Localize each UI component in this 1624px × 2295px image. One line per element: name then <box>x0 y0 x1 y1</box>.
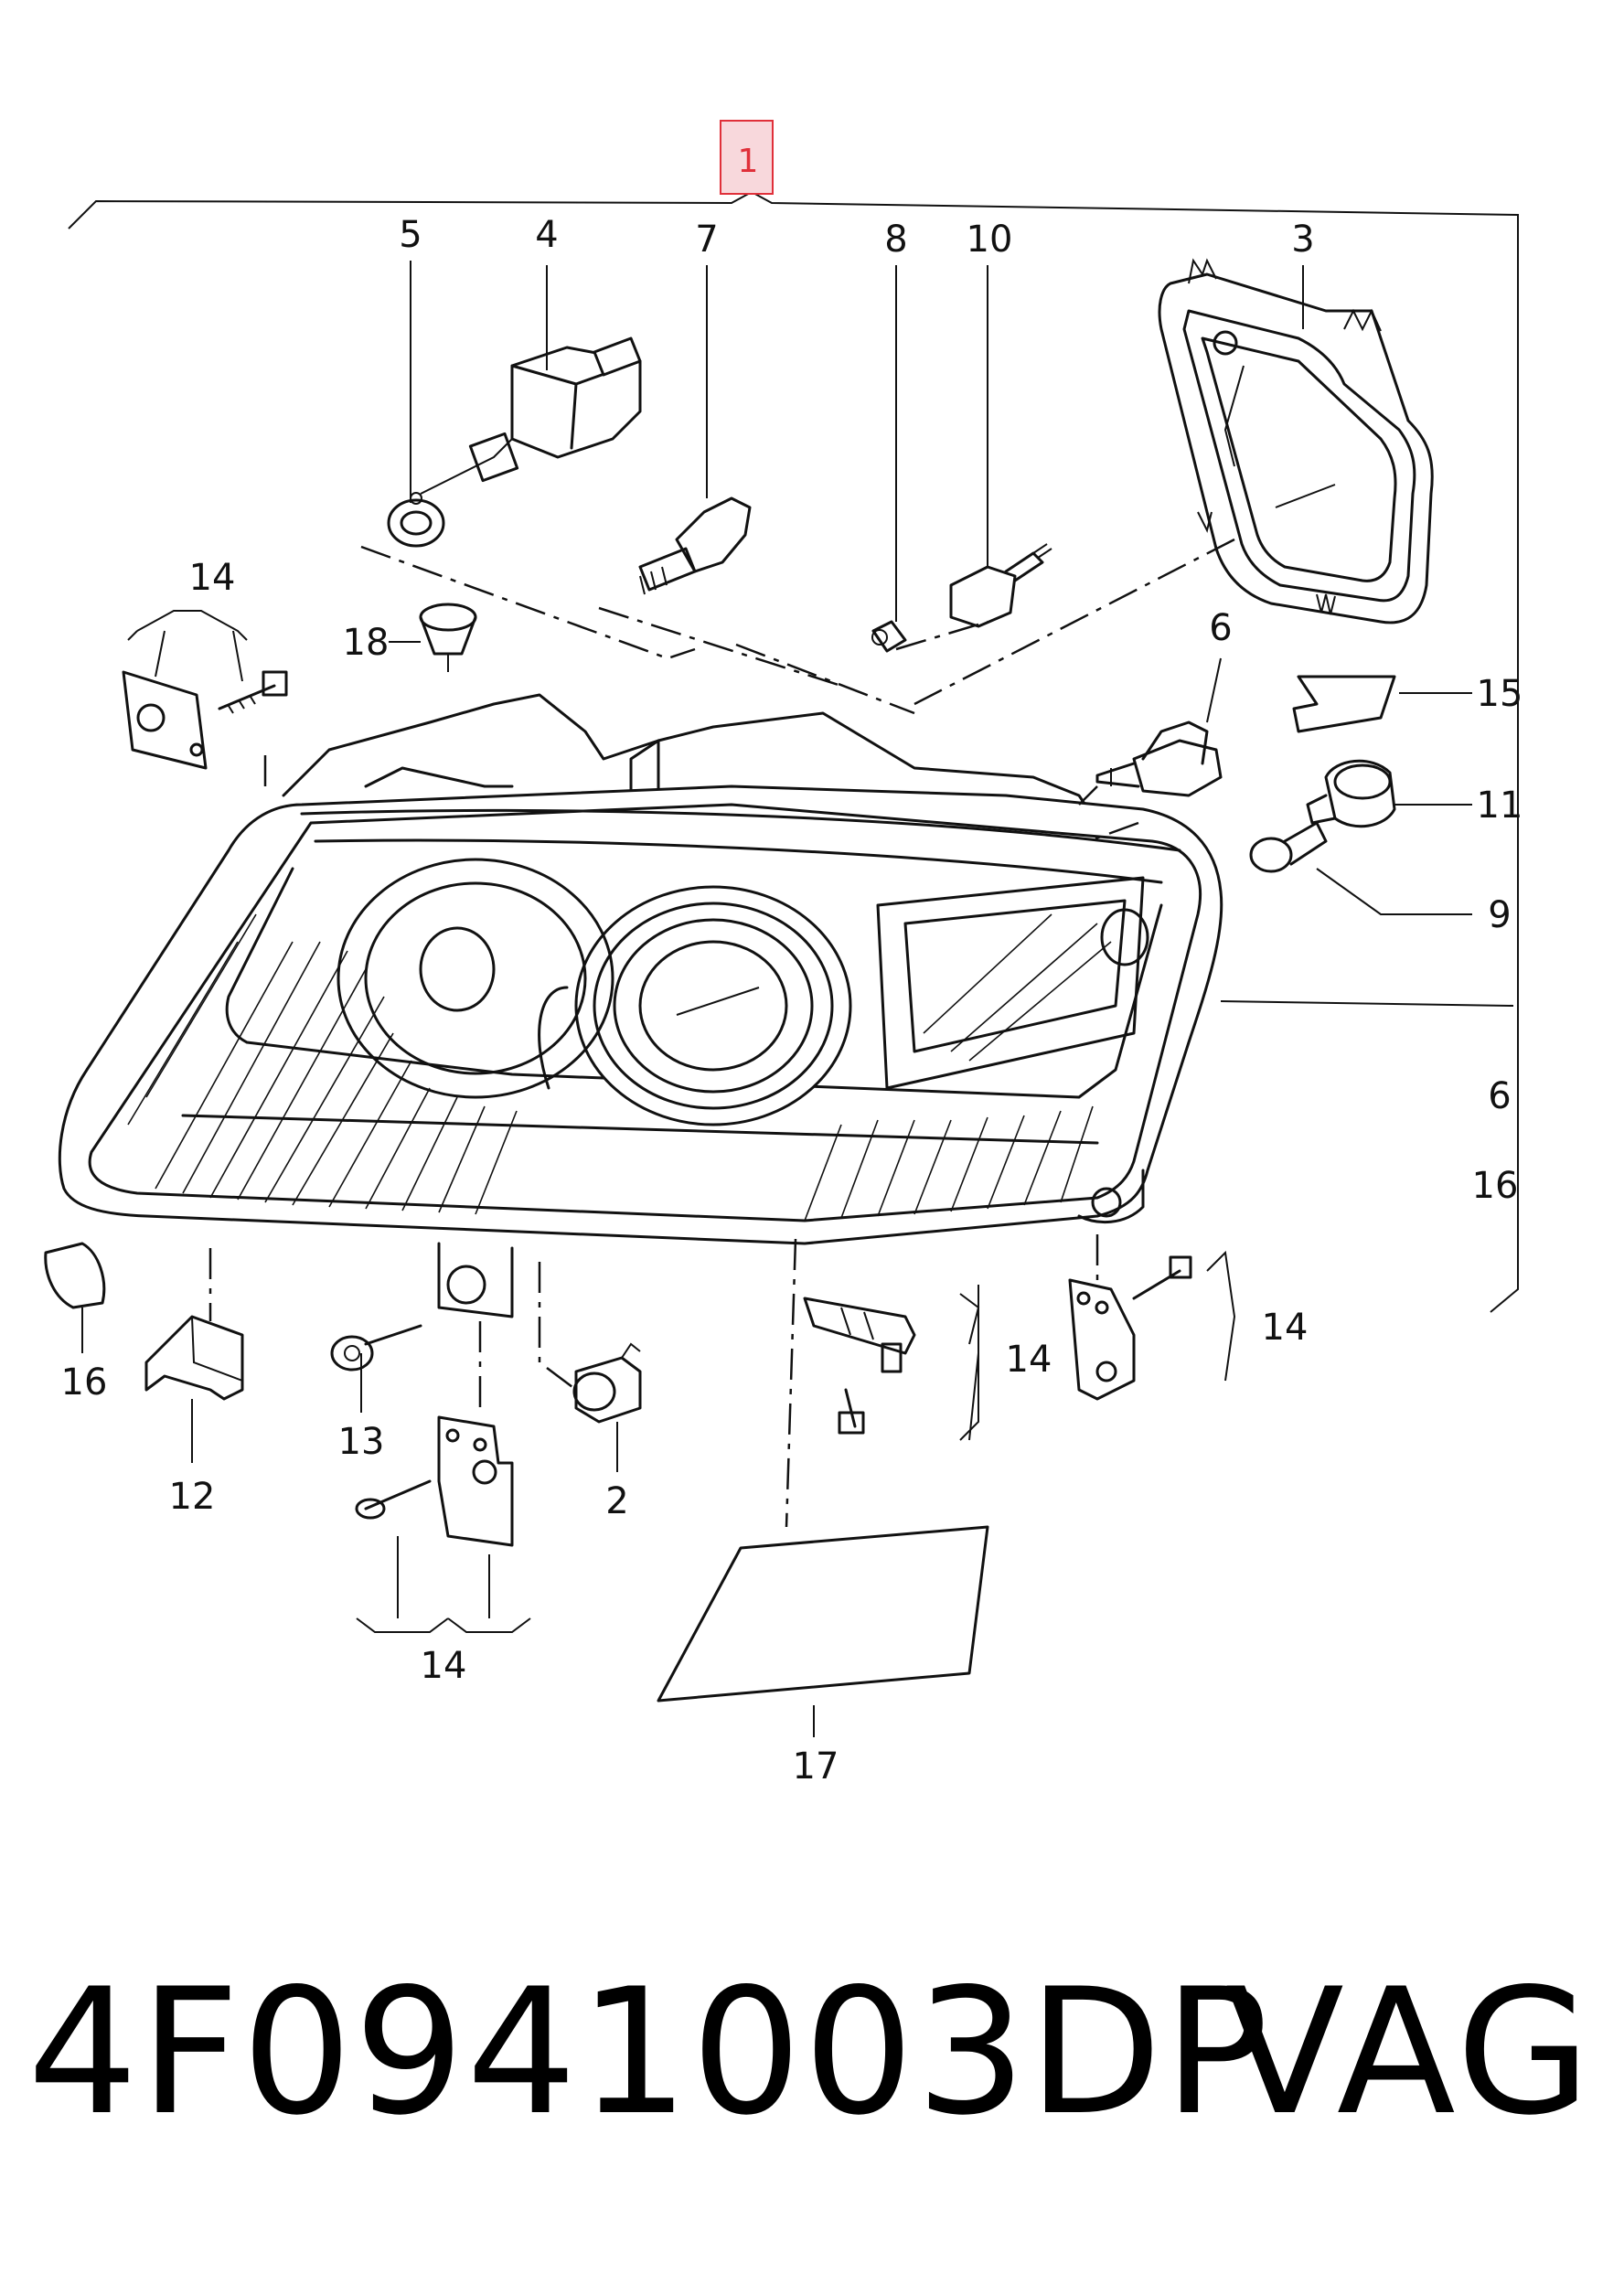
part-11-bulb-holder[interactable] <box>1306 759 1396 828</box>
callout-16-left[interactable]: 16 <box>61 1361 108 1404</box>
part-number: 4F0941003DP <box>27 1951 1271 2153</box>
callout-6-top[interactable]: 6 <box>1209 607 1232 649</box>
callout-1[interactable]: 1 <box>738 143 759 180</box>
part-6-bulb[interactable] <box>1095 721 1223 797</box>
callout-7[interactable]: 7 <box>695 219 718 261</box>
part-14-fastener-right[interactable] <box>1068 1250 1236 1401</box>
part-14-fastener-top-left[interactable] <box>122 610 288 770</box>
callout-15[interactable]: 15 <box>1477 673 1523 715</box>
part-18-plug[interactable] <box>419 603 477 672</box>
part-2-grommet[interactable] <box>572 1342 642 1424</box>
callout-14-right[interactable]: 14 <box>1262 1307 1309 1349</box>
callout-9[interactable]: 9 <box>1488 894 1511 936</box>
part-4-leveling-motor[interactable] <box>410 336 642 505</box>
callout-6-right[interactable]: 6 <box>1488 1075 1511 1117</box>
part-9-indicator-bulb[interactable] <box>1249 821 1328 873</box>
assembly-lines <box>208 538 1235 1528</box>
part-7-bulb-socket[interactable] <box>638 496 752 595</box>
headlamp-housing[interactable] <box>58 693 1223 1318</box>
callout-labels: 1 5 4 7 8 10 3 14 18 6 15 11 9 6 16 14 1… <box>61 143 1523 1788</box>
part-3-rear-cover[interactable] <box>1158 258 1434 624</box>
callout-17[interactable]: 17 <box>793 1745 839 1788</box>
part-5-seal-ring[interactable] <box>387 498 445 548</box>
part-12-clip[interactable] <box>144 1315 244 1401</box>
callout-12[interactable]: 12 <box>169 1476 216 1518</box>
lens-hatching <box>127 913 1112 1222</box>
callout-11[interactable]: 11 <box>1477 785 1523 827</box>
callout-4[interactable]: 4 <box>535 214 558 256</box>
part-8-small-bulb[interactable] <box>871 620 907 653</box>
callout-18[interactable]: 18 <box>343 622 390 664</box>
part-footer: 4F0941003DP VAG <box>0 1966 1624 2240</box>
callout-14-bottom-left[interactable]: 14 <box>421 1645 467 1687</box>
callout-5[interactable]: 5 <box>399 214 422 256</box>
callout-1-highlight[interactable] <box>720 120 774 195</box>
callout-2[interactable]: 2 <box>605 1480 628 1522</box>
callout-14-top-left[interactable]: 14 <box>189 557 236 599</box>
callout-16-right[interactable]: 16 <box>1472 1165 1519 1207</box>
part-14-fastener-bottom-left[interactable] <box>355 1415 531 1633</box>
part-10-xenon-socket[interactable] <box>949 543 1052 628</box>
exploded-parts-diagram: 1 5 4 7 8 10 3 14 18 6 15 11 9 6 16 14 1… <box>44 120 1523 1788</box>
leader-lines <box>81 261 1514 1737</box>
brand-label: VAG <box>1225 1951 1595 2153</box>
callout-14-center[interactable]: 14 <box>1006 1339 1052 1381</box>
callout-10[interactable]: 10 <box>967 219 1013 261</box>
part-13-bolt[interactable] <box>330 1324 422 1372</box>
part-14-fastener-center[interactable] <box>803 1285 979 1441</box>
callout-8[interactable]: 8 <box>884 219 907 261</box>
callout-13[interactable]: 13 <box>338 1421 385 1463</box>
assembly-bracket-line <box>68 190 1519 1313</box>
part-17-film[interactable] <box>657 1525 989 1703</box>
part-16-cap[interactable] <box>44 1242 106 1309</box>
callout-3[interactable]: 3 <box>1291 219 1314 261</box>
part-15-bracket[interactable] <box>1292 675 1396 733</box>
